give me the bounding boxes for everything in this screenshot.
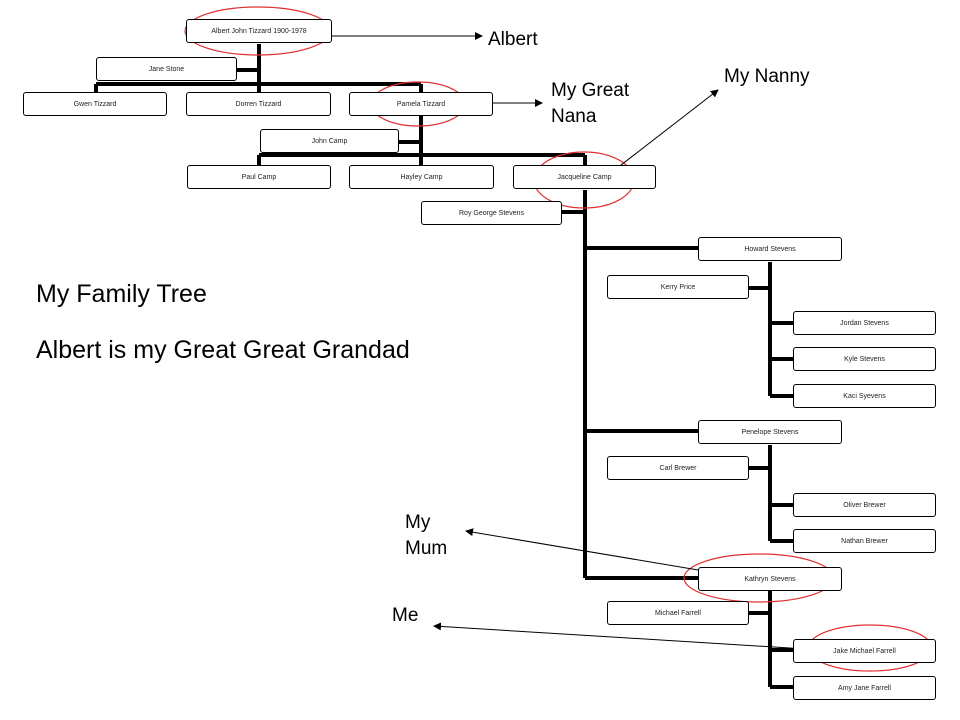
node-pamela-tizzard: Pamela Tizzard	[349, 92, 493, 116]
node-hayley-camp: Hayley Camp	[349, 165, 494, 189]
node-dorren-tizzard: Dorren Tizzard	[186, 92, 331, 116]
connector-penelope-spouse	[748, 445, 772, 541]
node-kyle-stevens: Kyle Stevens	[793, 347, 936, 371]
node-albert-john-tizzard: Albert John Tizzard 1900-1978	[186, 19, 332, 43]
node-michael-farrell: Michael Farrell	[607, 601, 749, 625]
connector-penelope-children	[770, 503, 794, 543]
annotation-great-nana-line1: My Great	[551, 80, 630, 101]
node-amy-jane-farrell: Amy Jane Farrell	[793, 676, 936, 700]
connector-howard-spouse	[748, 262, 772, 396]
page-title: My Family Tree	[36, 280, 207, 308]
arrow-nanny	[611, 89, 719, 173]
connector-albert-children	[94, 82, 423, 92]
connector-albert-spouse	[236, 44, 261, 84]
node-carl-brewer: Carl Brewer	[607, 456, 749, 480]
arrow-mum	[465, 528, 711, 573]
annotation-me: Me	[392, 605, 419, 626]
connector-jacqueline-spouse	[562, 190, 587, 578]
node-jacqueline-camp: Jacqueline Camp	[513, 165, 656, 189]
annotation-great-nana-line2: Nana	[551, 106, 597, 127]
node-penelope-stevens: Penelope Stevens	[698, 420, 842, 444]
annotation-my-mum: My Mum	[405, 510, 447, 562]
node-gwen-tizzard: Gwen Tizzard	[23, 92, 167, 116]
arrow-me	[433, 622, 823, 651]
node-paul-camp: Paul Camp	[187, 165, 331, 189]
annotation-mum-line2: Mum	[405, 538, 448, 559]
node-kathryn-stevens: Kathryn Stevens	[698, 567, 842, 591]
annotation-albert: Albert	[488, 29, 538, 50]
node-roy-george-stevens: Roy George Stevens	[421, 201, 562, 225]
node-jake-michael-farrell: Jake Michael Farrell	[793, 639, 936, 663]
page-subtitle: Albert is my Great Great Grandad	[36, 336, 410, 364]
node-oliver-brewer: Oliver Brewer	[793, 493, 936, 517]
connector-pamela-children	[257, 153, 587, 165]
connector-pamela-spouse	[398, 116, 423, 155]
node-jordan-stevens: Jordan Stevens	[793, 311, 936, 335]
node-kaci-syevens: Kaci Syevens	[793, 384, 936, 408]
connector-kathryn-spouse	[748, 591, 772, 687]
connector-kathryn-children	[770, 648, 794, 689]
annotation-my-great-nana: My Great Nana	[551, 78, 629, 130]
node-kerry-price: Kerry Price	[607, 275, 749, 299]
node-jane-stone: Jane Stone	[96, 57, 237, 81]
connector-jacqueline-children	[585, 246, 700, 580]
node-howard-stevens: Howard Stevens	[698, 237, 842, 261]
node-nathan-brewer: Nathan Brewer	[793, 529, 936, 553]
annotation-mum-line1: My	[405, 512, 431, 533]
annotation-my-nanny: My Nanny	[724, 66, 810, 87]
node-john-camp: John Camp	[260, 129, 399, 153]
connector-howard-children	[770, 321, 794, 398]
